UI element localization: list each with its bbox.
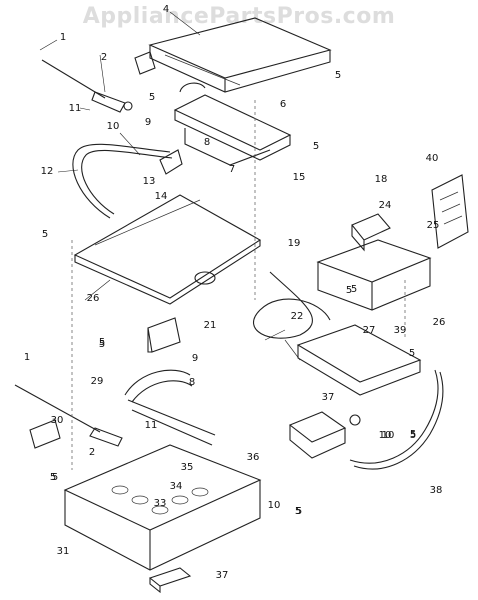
callout-5: 5 [408,348,416,359]
callout-2: 2 [100,52,108,63]
gas-valve-37 [288,411,361,459]
callout-9: 9 [191,353,199,364]
tube-12 [72,143,173,219]
bracket-13 [159,149,183,175]
callout-5: 5 [312,141,320,152]
board-40 [431,174,469,249]
callout-5: 5 [409,429,417,440]
callout-5: 5 [350,284,358,295]
burner-tube-6 [173,82,292,166]
callout-19: 19 [287,238,301,249]
foot-37 [148,567,192,594]
callout-10: 10 [106,121,120,132]
callout-21: 21 [203,320,217,331]
callout-37: 37 [215,570,229,581]
callout-39: 39 [393,325,407,336]
callout-11: 11 [144,420,158,431]
callout-5: 5 [295,506,303,517]
callout-1: 1 [23,352,31,363]
callout-5: 5 [409,430,417,441]
callout-36: 36 [246,452,260,463]
callout-5: 5 [345,285,353,296]
bracket-39 [296,324,422,396]
watermark: AppliancePartsPros.com [82,4,396,29]
callout-24: 24 [378,200,392,211]
callout-26: 26 [432,317,446,328]
callout-7: 7 [228,164,236,175]
callout-34: 34 [169,481,183,492]
callout-37: 37 [321,392,335,403]
callout-40: 40 [425,153,439,164]
callout-38: 38 [429,485,443,496]
callout-11: 11 [68,103,82,114]
callout-29: 29 [90,376,104,387]
callout-14: 14 [154,191,168,202]
callout-15: 15 [292,172,306,183]
callout-10: 10 [378,430,392,441]
callout-25: 25 [426,220,440,231]
callout-33: 33 [153,498,167,509]
callout-2: 2 [88,447,96,458]
callout-27: 27 [362,325,376,336]
box-21 [147,317,181,353]
callout-12: 12 [40,166,54,177]
valve-24 [351,213,391,252]
heat-shield-4 [148,17,332,93]
callout-5: 5 [98,339,106,350]
pan-26-upper [73,194,262,305]
callout-22: 22 [290,311,304,322]
callout-5: 5 [41,229,49,240]
callout-1: 1 [59,32,67,43]
callout-10: 10 [267,500,281,511]
igniter-2-top [41,51,156,113]
callout-9: 9 [144,117,152,128]
callout-35: 35 [180,462,194,473]
callout-5: 5 [294,506,302,517]
burner-lower-9 [124,369,216,446]
igniter-2-lower [14,384,123,449]
callout-26: 26 [86,293,100,304]
callout-8: 8 [203,137,211,148]
callout-31: 31 [56,546,70,557]
callout-5: 5 [334,70,342,81]
callout-30: 30 [50,415,64,426]
callout-6: 6 [279,99,287,110]
callout-13: 13 [142,176,156,187]
callout-5: 5 [98,337,106,348]
callout-10: 10 [381,430,395,441]
callout-5: 5 [148,92,156,103]
gas-tube-38 [349,369,439,464]
callout-4: 4 [162,4,170,15]
callout-18: 18 [374,174,388,185]
bracket-25 [316,239,432,311]
burner-box-31 [63,444,262,571]
callout-5: 5 [49,472,57,483]
callout-5: 5 [51,472,59,483]
callout-8: 8 [188,377,196,388]
